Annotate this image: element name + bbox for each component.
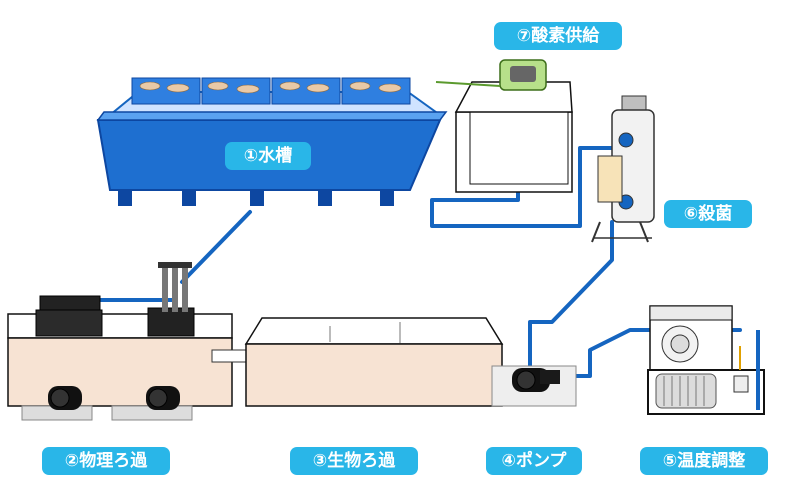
label-sterilization: ⑥殺菌 <box>664 200 752 228</box>
chiller-unit-icon <box>647 305 765 415</box>
fish-baskets <box>131 77 411 105</box>
air-pump-icon <box>435 59 573 193</box>
label-tank: ①水槽 <box>225 142 311 170</box>
label-pump: ④ポンプ <box>486 447 582 475</box>
filter-tank-icon <box>7 262 233 421</box>
bio-filter-tank-icon <box>244 317 504 407</box>
fish-tank-icon <box>96 77 448 206</box>
label-physical-filter: ②物理ろ過 <box>42 447 170 475</box>
water-pump-icon <box>491 365 577 407</box>
label-bio-filter: ③生物ろ過 <box>290 447 418 475</box>
overflow-pipe <box>211 349 251 363</box>
label-oxygen: ⑦酸素供給 <box>494 22 622 50</box>
uv-sterilizer-icon <box>591 95 655 243</box>
label-temp-control: ⑤温度調整 <box>640 447 768 475</box>
water-pump-icon <box>21 386 193 421</box>
